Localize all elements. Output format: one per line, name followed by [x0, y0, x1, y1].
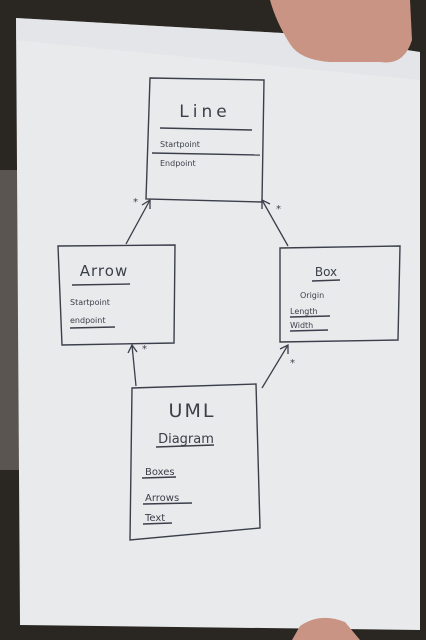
uml-attr2-underline — [142, 502, 193, 505]
uml-attr1-underline — [141, 476, 177, 479]
uml-title-line1: UML — [169, 400, 216, 422]
multiplicity-uml-to-arrow: * — [142, 344, 147, 355]
line-title-underline — [159, 127, 253, 131]
connector-box-to-line — [261, 199, 289, 247]
arrowhead-uml-to-arrow — [127, 343, 138, 354]
class-uml-diagram — [129, 383, 261, 541]
uml-attr-boxes: Boxes — [145, 467, 175, 478]
line-title: Line — [179, 102, 230, 122]
arrow-attr2-underline — [69, 326, 116, 329]
multiplicity-uml-to-box: * — [290, 358, 295, 369]
line-attr-endpoint: Endpoint — [160, 159, 196, 168]
arrowhead-box-to-line — [261, 198, 271, 209]
box-attr-width: Width — [290, 321, 313, 330]
arrow-attr-endpoint: endpoint — [70, 316, 105, 325]
paper-shading — [16, 18, 420, 80]
uml-title-underline — [155, 444, 215, 448]
box-attr-origin: Origin — [300, 291, 324, 300]
box-attr3-underline — [289, 329, 329, 332]
line-divider — [151, 152, 261, 156]
box-attr2-underline — [289, 315, 331, 318]
arrowhead-uml-to-box — [279, 343, 289, 354]
uml-attr3-underline — [142, 522, 173, 525]
arrow-title: Arrow — [80, 262, 128, 280]
line-attr-startpoint: Startpoint — [160, 140, 200, 149]
box-title: Box — [315, 265, 337, 279]
hand-bottom-right — [292, 617, 360, 640]
multiplicity-arrow-to-line: * — [133, 197, 138, 208]
box-attr-length: Length — [290, 307, 318, 316]
multiplicity-box-to-line: * — [276, 204, 281, 215]
class-box — [279, 245, 401, 343]
uml-attr-text: Text — [144, 513, 165, 524]
class-arrow — [57, 244, 176, 346]
connector-arrow-to-line — [125, 199, 151, 245]
arrow-attr-startpoint: Startpoint — [70, 298, 110, 307]
box-title-underline — [311, 279, 341, 282]
arrowhead-arrow-to-line — [141, 198, 151, 209]
connector-uml-to-arrow — [131, 344, 137, 387]
connector-uml-to-box — [261, 344, 289, 389]
uml-attr-arrows: Arrows — [145, 493, 179, 504]
uml-title-line2: Diagram — [158, 432, 214, 447]
paper-sheet — [16, 18, 420, 630]
hand-top-right — [270, 0, 412, 63]
arrow-title-underline — [71, 283, 131, 286]
